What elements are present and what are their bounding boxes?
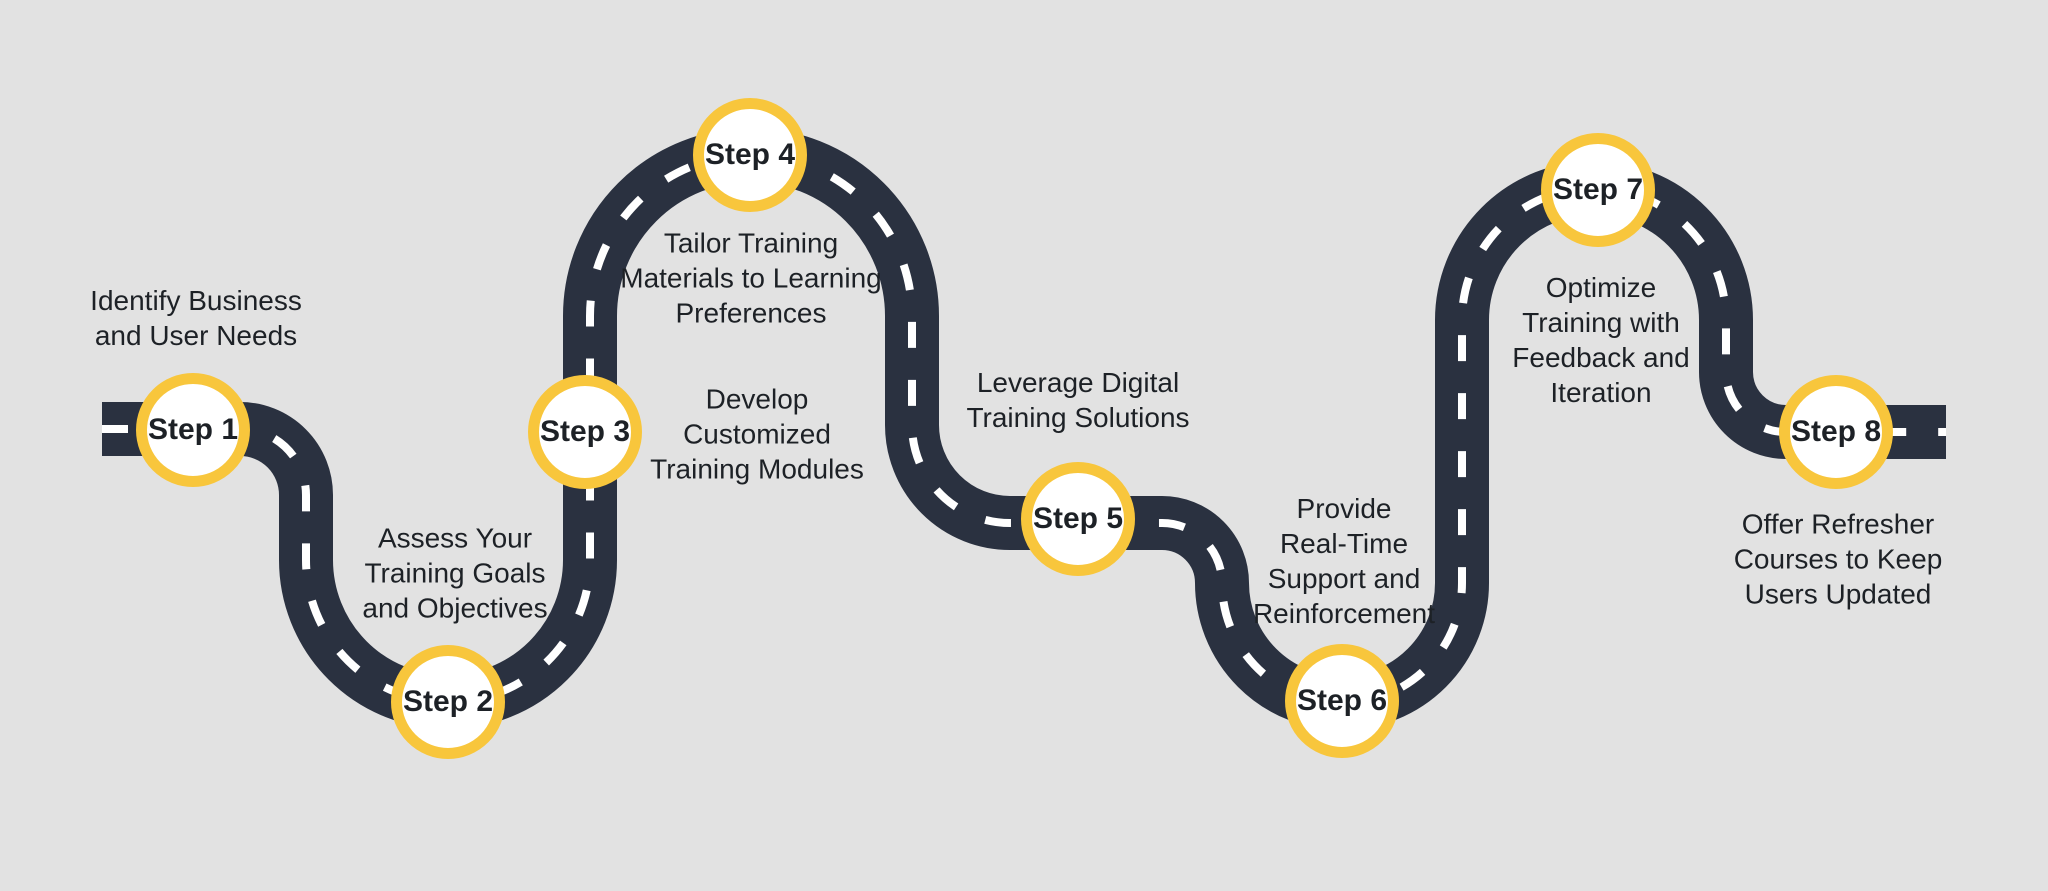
step-marker-3: Step 3: [528, 375, 642, 489]
step-marker-2: Step 2: [391, 645, 505, 759]
step-marker-5: Step 5: [1021, 462, 1135, 576]
step-marker-label: Step 5: [1032, 502, 1124, 535]
step-marker-label: Step 3: [539, 415, 631, 448]
step-marker-label: Step 1: [147, 413, 239, 446]
step-caption-2: Assess Your Training Goals and Objective…: [362, 522, 548, 624]
step-marker-label: Step 8: [1790, 415, 1882, 448]
step-marker-8: Step 8: [1779, 375, 1893, 489]
step-marker-label: Step 2: [402, 685, 494, 718]
step-marker-7: Step 7: [1541, 133, 1655, 247]
step-caption-1: Identify Business and User Needs: [90, 285, 302, 351]
step-marker-6: Step 6: [1285, 644, 1399, 758]
step-marker-4: Step 4: [693, 98, 807, 212]
step-caption-5: Leverage Digital Training Solutions: [966, 367, 1190, 433]
step-caption-8: Offer Refresher Courses to Keep Users Up…: [1733, 508, 1943, 610]
step-marker-label: Step 7: [1552, 173, 1644, 206]
step-caption-6: Provide Real-Time Support and Reinforcem…: [1252, 493, 1436, 629]
step-caption-7: Optimize Training with Feedback and Iter…: [1512, 272, 1690, 408]
step-marker-label: Step 6: [1296, 684, 1388, 717]
step-marker-label: Step 4: [704, 138, 796, 171]
step-caption-4: Tailor Training Materials to Learning Pr…: [620, 227, 882, 329]
step-caption-3: Develop Customized Training Modules: [650, 383, 864, 485]
step-marker-1: Step 1: [136, 373, 250, 487]
